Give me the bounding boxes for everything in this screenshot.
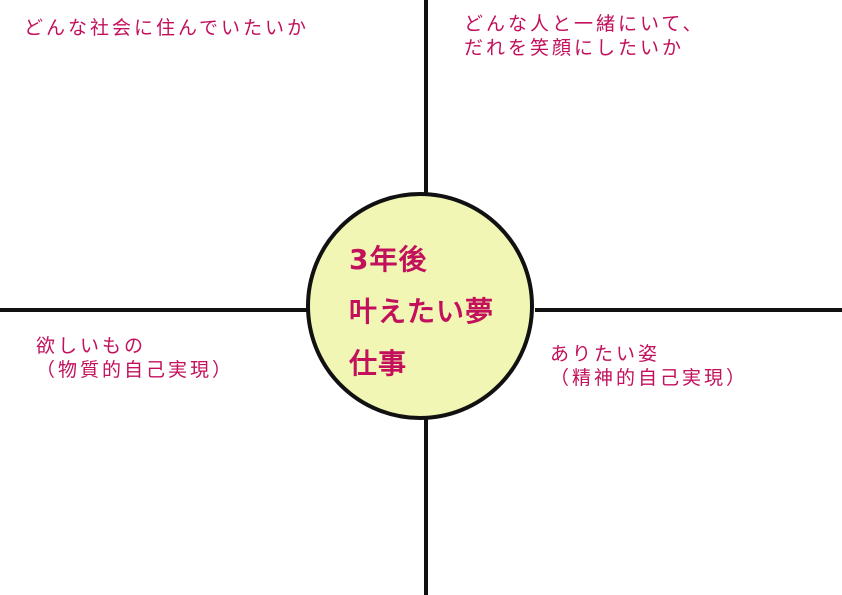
horizontal-divider-left (0, 308, 310, 312)
center-label-line-1: 3年後 (349, 243, 428, 276)
center-label-line-2: 叶えたい夢 (349, 295, 495, 328)
quadrant-top-left-line-1: どんな社会に住んでいたいか (24, 17, 310, 39)
quadrant-bottom-right-line-2: （精神的自己実現） (550, 367, 749, 389)
quadrant-top-right-label: どんな人と一緒にいて、 だれを笑顔にしたいか (464, 12, 704, 60)
quadrant-top-left-label: どんな社会に住んでいたいか (24, 16, 309, 40)
quadrant-bottom-right-label: ありたい姿 （精神的自己実現） (550, 342, 748, 390)
horizontal-divider-right (535, 308, 842, 312)
vertical-divider-bottom (424, 418, 428, 595)
quadrant-bottom-left-line-2: （物質的自己実現） (36, 359, 235, 381)
quadrant-top-right-line-1: どんな人と一緒にいて、 (464, 13, 705, 35)
quadrant-bottom-right-line-1: ありたい姿 (550, 343, 661, 365)
center-label: 3年後 叶えたい夢 仕事 (349, 234, 494, 390)
vertical-divider-top (424, 0, 428, 196)
quadrant-top-right-line-2: だれを笑顔にしたいか (464, 37, 685, 59)
quadrant-bottom-left-label: 欲しいもの （物質的自己実現） (36, 334, 234, 382)
center-label-line-3: 仕事 (349, 347, 408, 380)
quadrant-bottom-left-line-1: 欲しいもの (36, 335, 147, 357)
center-circle (306, 192, 534, 420)
